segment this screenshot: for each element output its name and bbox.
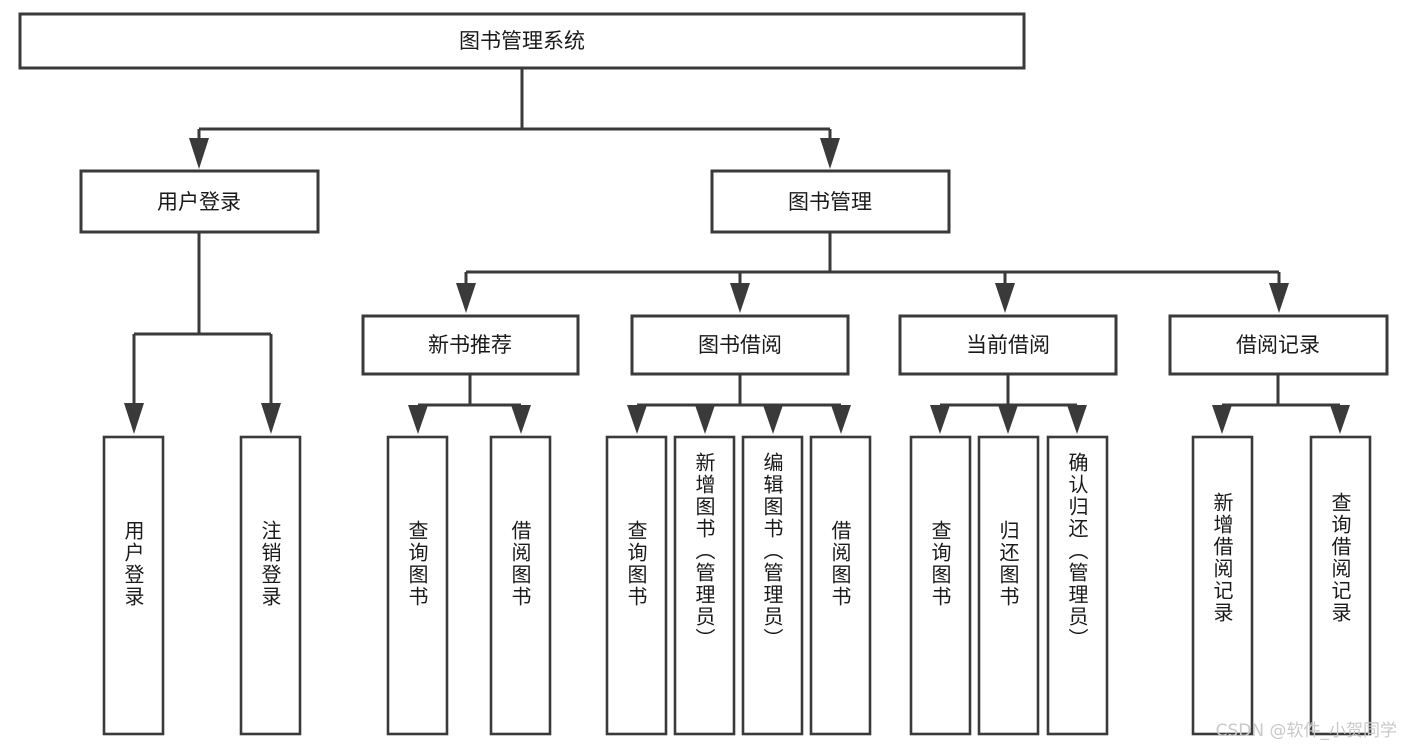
arrow-to-borrow-record bbox=[1269, 283, 1289, 313]
arrow-to-current-borrow bbox=[995, 283, 1015, 313]
arrow-to-leaf-add-book bbox=[695, 405, 715, 434]
arrow-to-leaf-query-record bbox=[1330, 405, 1350, 434]
connector-new-book-recommend-to-leaves bbox=[408, 374, 531, 434]
current-borrow-box bbox=[898, 314, 1118, 376]
leaf-label: 编辑图书（管理员） bbox=[760, 452, 784, 650]
leaf-label: 借阅图书 bbox=[508, 520, 532, 608]
book-borrow-label: 图书借阅 bbox=[698, 333, 782, 357]
connector-user-login-to-leaves bbox=[124, 232, 281, 434]
leaf-node[interactable]: 新增借阅记录 bbox=[1191, 435, 1254, 736]
leaf-node[interactable]: 用户登录 bbox=[102, 435, 165, 736]
arrow-to-leaf-edit-book bbox=[763, 405, 783, 434]
arrow-to-book-manage bbox=[820, 138, 840, 169]
user-login-label: 用户登录 bbox=[157, 190, 241, 214]
leaf-node[interactable]: 确认归还（管理员） bbox=[1046, 435, 1109, 736]
leaf-label: 新增借阅记录 bbox=[1210, 492, 1234, 624]
csdn-watermark: CSDN @软件_小贺同学 bbox=[1215, 721, 1397, 741]
leaf-node[interactable]: 借阅图书 bbox=[809, 435, 872, 736]
leaf-box bbox=[386, 435, 449, 736]
arrow-to-leaf-query-book-1 bbox=[408, 405, 428, 434]
arrow-to-leaf-query-book-3 bbox=[930, 405, 950, 434]
leaf-node[interactable]: 查询图书 bbox=[386, 435, 449, 736]
leaf-label: 查询借阅记录 bbox=[1328, 492, 1352, 624]
arrow-to-book-borrow bbox=[730, 283, 750, 313]
connector-root-to-level2 bbox=[189, 68, 840, 169]
root-label: 图书管理系统 bbox=[459, 29, 585, 53]
leaf-node[interactable]: 查询图书 bbox=[909, 435, 972, 736]
arrow-to-leaf-return-book bbox=[998, 405, 1018, 434]
leaf-label: 查询图书 bbox=[405, 520, 429, 608]
leaf-box bbox=[102, 435, 165, 736]
arrow-to-leaf-add-record bbox=[1212, 405, 1232, 434]
node-book-borrow[interactable]: 图书借阅 bbox=[630, 314, 850, 376]
connector-book-manage-to-level3 bbox=[456, 232, 1289, 313]
arrow-to-leaf-user-login bbox=[124, 403, 144, 434]
leaf-box bbox=[239, 435, 302, 736]
arrow-to-leaf-user-logout bbox=[261, 403, 281, 434]
root-box bbox=[18, 12, 1026, 70]
arrow-to-leaf-borrow-book-2 bbox=[831, 405, 851, 434]
leaf-box bbox=[605, 435, 668, 736]
leaf-box bbox=[741, 435, 804, 736]
leaf-label: 注销登录 bbox=[258, 520, 282, 608]
leaf-box bbox=[909, 435, 972, 736]
connector-current-borrow-to-leaves bbox=[930, 374, 1087, 434]
leaf-box bbox=[1309, 435, 1372, 736]
new-book-recommend-box bbox=[361, 314, 580, 376]
leaf-node[interactable]: 归还图书 bbox=[977, 435, 1040, 736]
leaf-node[interactable]: 查询借阅记录 bbox=[1309, 435, 1372, 736]
leaf-label: 新增图书（管理员） bbox=[692, 452, 716, 650]
borrow-record-label: 借阅记录 bbox=[1236, 333, 1320, 357]
leaf-label: 归还图书 bbox=[996, 520, 1020, 608]
leaf-node[interactable]: 查询图书 bbox=[605, 435, 668, 736]
connector-borrow-record-to-leaves bbox=[1212, 374, 1350, 434]
current-borrow-label: 当前借阅 bbox=[966, 333, 1050, 357]
node-borrow-record[interactable]: 借阅记录 bbox=[1168, 314, 1389, 376]
leaf-label: 查询图书 bbox=[928, 520, 952, 608]
connector-book-borrow-to-leaves bbox=[627, 374, 851, 434]
node-new-book-recommend[interactable]: 新书推荐 bbox=[361, 314, 580, 376]
leaf-node[interactable]: 借阅图书 bbox=[489, 435, 552, 736]
leaf-node[interactable]: 新增图书（管理员） bbox=[673, 435, 736, 736]
leaf-label: 查询图书 bbox=[624, 520, 648, 608]
leaf-box bbox=[1191, 435, 1254, 736]
leaf-label: 借阅图书 bbox=[828, 520, 852, 608]
node-book-manage[interactable]: 图书管理 bbox=[710, 169, 951, 234]
leaf-box bbox=[977, 435, 1040, 736]
leaf-box bbox=[1046, 435, 1109, 736]
node-root[interactable]: 图书管理系统 bbox=[18, 12, 1026, 70]
node-user-login[interactable]: 用户登录 bbox=[79, 169, 320, 234]
book-manage-label: 图书管理 bbox=[788, 190, 872, 214]
leaf-label: 用户登录 bbox=[121, 520, 145, 608]
leaf-box bbox=[489, 435, 552, 736]
arrow-to-leaf-confirm-return bbox=[1067, 405, 1087, 434]
leaf-label: 确认归还（管理员） bbox=[1065, 452, 1089, 650]
leaf-node[interactable]: 编辑图书（管理员） bbox=[741, 435, 804, 736]
leaf-box bbox=[809, 435, 872, 736]
leaf-node[interactable]: 注销登录 bbox=[239, 435, 302, 736]
arrow-to-user-login bbox=[189, 138, 209, 169]
arrow-to-new-book-recommend bbox=[456, 283, 476, 313]
leaf-box bbox=[673, 435, 736, 736]
user-login-box bbox=[79, 169, 320, 234]
node-current-borrow[interactable]: 当前借阅 bbox=[898, 314, 1118, 376]
arrow-to-leaf-query-book-2 bbox=[627, 405, 647, 434]
new-book-recommend-label: 新书推荐 bbox=[428, 333, 512, 357]
arrow-to-leaf-borrow-book-1 bbox=[511, 405, 531, 434]
